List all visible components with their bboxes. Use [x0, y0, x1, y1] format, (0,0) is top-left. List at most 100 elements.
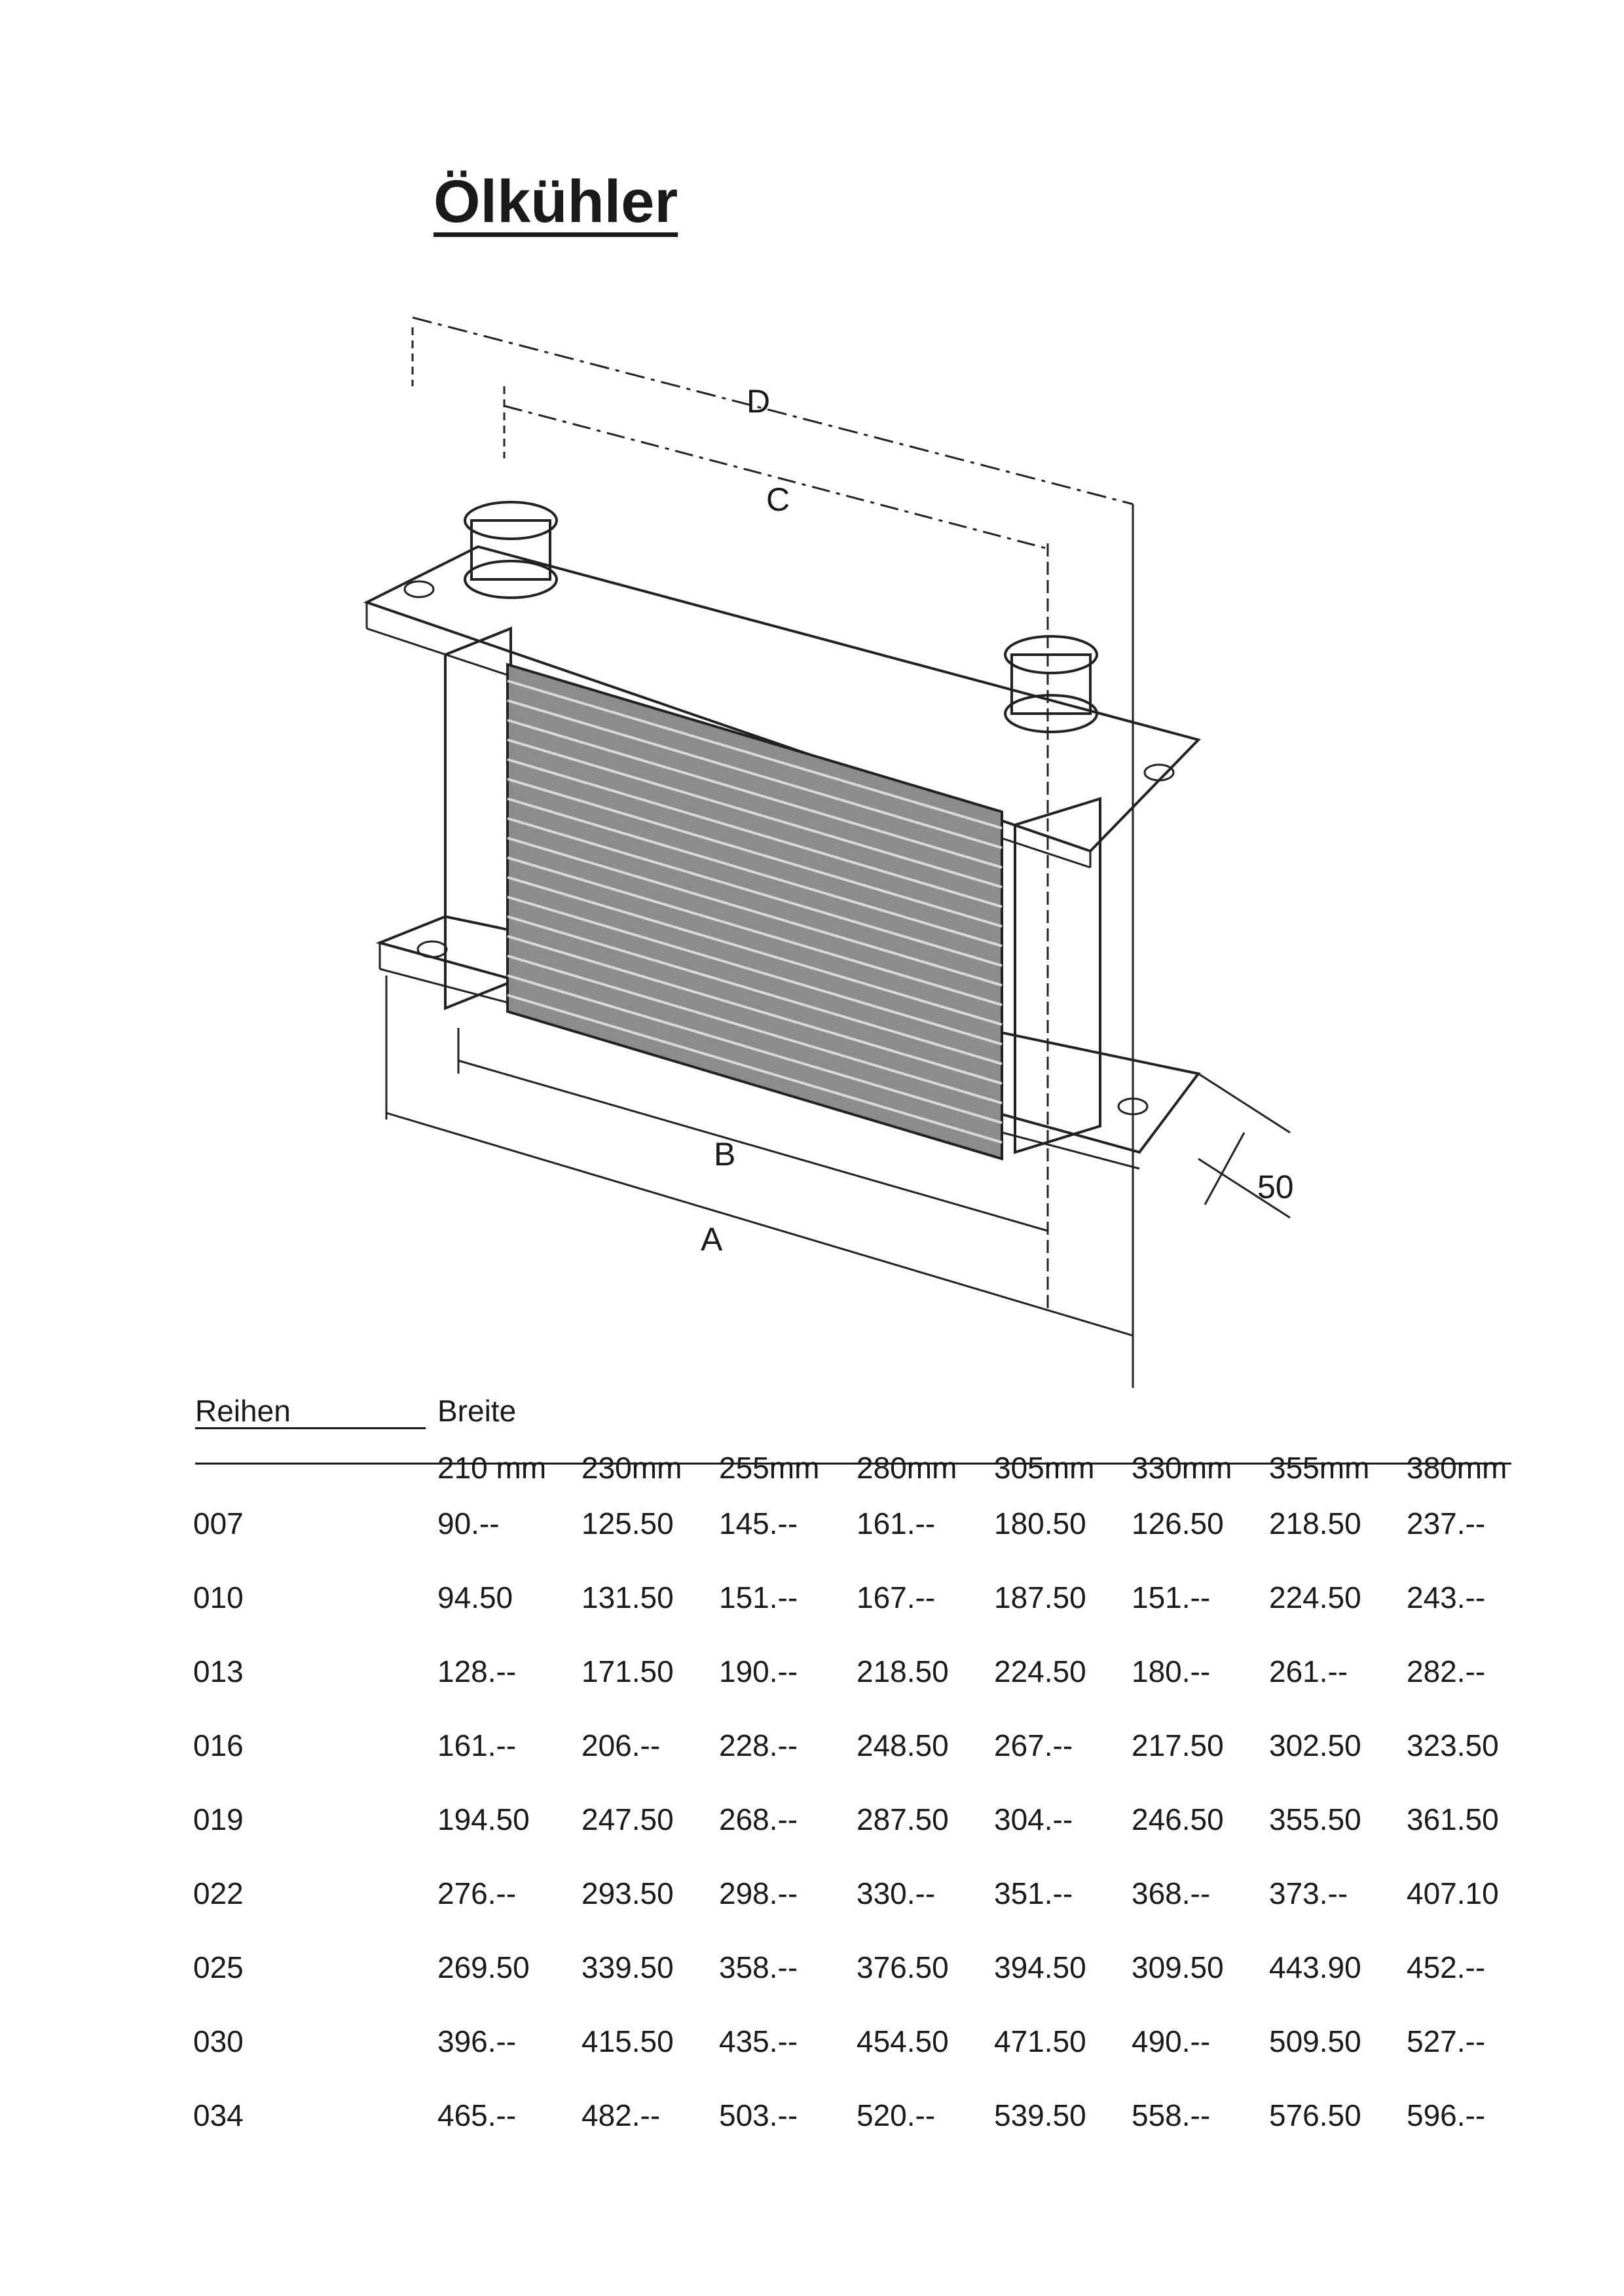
outlet-fitting: [1004, 635, 1098, 674]
price-cell: 206.--: [581, 1728, 661, 1762]
price-cell: 302.50: [1269, 1728, 1361, 1762]
table-row: 034 465.-- 482.-- 503.-- 520.-- 539.50 5…: [190, 2098, 1513, 2137]
table-row: 019 194.50 247.50 268.-- 287.50 304.-- 2…: [190, 1802, 1513, 1841]
price-cell: 267.--: [994, 1728, 1073, 1762]
price-cell: 373.--: [1269, 1876, 1348, 1910]
price-cell: 298.--: [719, 1876, 798, 1910]
reihen-cell: 013: [193, 1654, 244, 1688]
price-cell: 224.50: [994, 1654, 1086, 1688]
price-cell: 394.50: [994, 1950, 1086, 1984]
price-cell: 452.--: [1407, 1950, 1486, 1984]
price-cell: 355.50: [1269, 1802, 1361, 1836]
reihen-cell: 025: [193, 1950, 244, 1984]
price-cell: 323.50: [1407, 1728, 1499, 1762]
dimension-line-d: [412, 316, 1134, 505]
price-cell: 576.50: [1269, 2098, 1361, 2132]
header-reihen: Reihen: [195, 1394, 291, 1428]
width-header: 230mm: [581, 1451, 682, 1485]
price-cell: 539.50: [994, 2098, 1086, 2132]
header-rule: [195, 1463, 1511, 1465]
dimension-line-c: [504, 405, 1048, 550]
width-header: 210 mm: [437, 1451, 547, 1485]
table-row: 030 396.-- 415.50 435.-- 454.50 471.50 4…: [190, 2024, 1513, 2063]
price-cell: 520.--: [857, 2098, 936, 2132]
reihen-cell: 034: [193, 2098, 244, 2132]
price-cell: 351.--: [994, 1876, 1073, 1910]
price-cell: 151.--: [1132, 1580, 1211, 1614]
price-cell: 304.--: [994, 1802, 1073, 1836]
price-cell: 167.--: [857, 1580, 936, 1614]
price-cell: 596.--: [1407, 2098, 1486, 2132]
price-cell: 248.50: [857, 1728, 949, 1762]
table-row: 016 161.-- 206.-- 228.-- 248.50 267.-- 2…: [190, 1728, 1513, 1767]
width-header: 255mm: [719, 1451, 820, 1485]
price-cell: 268.--: [719, 1802, 798, 1836]
price-cell: 471.50: [994, 2024, 1086, 2058]
price-cell: 218.50: [857, 1654, 949, 1688]
price-cell: 527.--: [1407, 2024, 1486, 2058]
label-c: C: [766, 481, 790, 518]
price-cell: 243.--: [1407, 1580, 1486, 1614]
reihen-cell: 007: [193, 1506, 244, 1540]
dimension-line-b: [458, 1059, 1048, 1232]
width-header: 305mm: [994, 1451, 1095, 1485]
price-cell: 217.50: [1132, 1728, 1224, 1762]
price-cell: 376.50: [857, 1950, 949, 1984]
price-cell: 454.50: [857, 2024, 949, 2058]
price-cell: 94.50: [437, 1580, 513, 1614]
right-side-frame: [1014, 797, 1101, 1154]
label-b: B: [714, 1136, 735, 1173]
reihen-cell: 016: [193, 1728, 244, 1762]
price-cell: 128.--: [437, 1654, 517, 1688]
price-cell: 465.--: [437, 2098, 517, 2132]
price-cell: 161.--: [437, 1728, 517, 1762]
reihen-cell: 030: [193, 2024, 244, 2058]
table-row: 010 94.50 131.50 151.-- 167.-- 187.50 15…: [190, 1580, 1513, 1619]
price-cell: 330.--: [857, 1876, 936, 1910]
price-cell: 503.--: [719, 2098, 798, 2132]
price-cell: 309.50: [1132, 1950, 1224, 1984]
price-cell: 358.--: [719, 1950, 798, 1984]
price-cell: 125.50: [581, 1506, 674, 1540]
price-cell: 194.50: [437, 1802, 530, 1836]
price-cell: 131.50: [581, 1580, 674, 1614]
price-cell: 396.--: [437, 2024, 517, 2058]
price-cell: 490.--: [1132, 2024, 1211, 2058]
price-cell: 558.--: [1132, 2098, 1211, 2132]
price-cell: 443.90: [1269, 1950, 1361, 1984]
price-cell: 190.--: [719, 1654, 798, 1688]
reihen-cell: 022: [193, 1876, 244, 1910]
price-cell: 361.50: [1407, 1802, 1499, 1836]
price-cell: 161.--: [857, 1506, 936, 1540]
price-cell: 180.50: [994, 1506, 1086, 1540]
label-a: A: [701, 1221, 723, 1258]
price-cell: 224.50: [1269, 1580, 1361, 1614]
price-cell: 269.50: [437, 1950, 530, 1984]
width-header-row: 210 mm 230mm 255mm 280mm 305mm 330mm 355…: [437, 1450, 1511, 1485]
price-cell: 435.--: [719, 2024, 798, 2058]
price-cell: 151.--: [719, 1580, 798, 1614]
price-cell: 90.--: [437, 1506, 500, 1540]
price-cell: 415.50: [581, 2024, 674, 2058]
price-cell: 293.50: [581, 1876, 674, 1910]
price-cell: 237.--: [1407, 1506, 1486, 1540]
price-cell: 339.50: [581, 1950, 674, 1984]
width-header: 380mm: [1407, 1451, 1507, 1485]
price-cell: 145.--: [719, 1506, 798, 1540]
oil-cooler-drawing: D C B A 50: [363, 316, 1294, 1388]
width-header: 355mm: [1269, 1451, 1370, 1485]
price-cell: 282.--: [1407, 1654, 1486, 1688]
price-cell: 287.50: [857, 1802, 949, 1836]
dimension-line-depth: [1204, 1132, 1246, 1205]
price-cell: 171.50: [581, 1654, 674, 1688]
price-cell: 276.--: [437, 1876, 517, 1910]
table-row: 013 128.-- 171.50 190.-- 218.50 224.50 1…: [190, 1654, 1513, 1693]
table-row: 022 276.-- 293.50 298.-- 330.-- 351.-- 3…: [190, 1876, 1513, 1915]
width-header: 330mm: [1132, 1451, 1232, 1485]
price-cell: 246.50: [1132, 1802, 1224, 1836]
price-cell: 126.50: [1132, 1506, 1224, 1540]
price-cell: 509.50: [1269, 2024, 1361, 2058]
price-cell: 228.--: [719, 1728, 798, 1762]
header-breite: Breite: [437, 1394, 517, 1428]
price-cell: 180.--: [1132, 1654, 1211, 1688]
